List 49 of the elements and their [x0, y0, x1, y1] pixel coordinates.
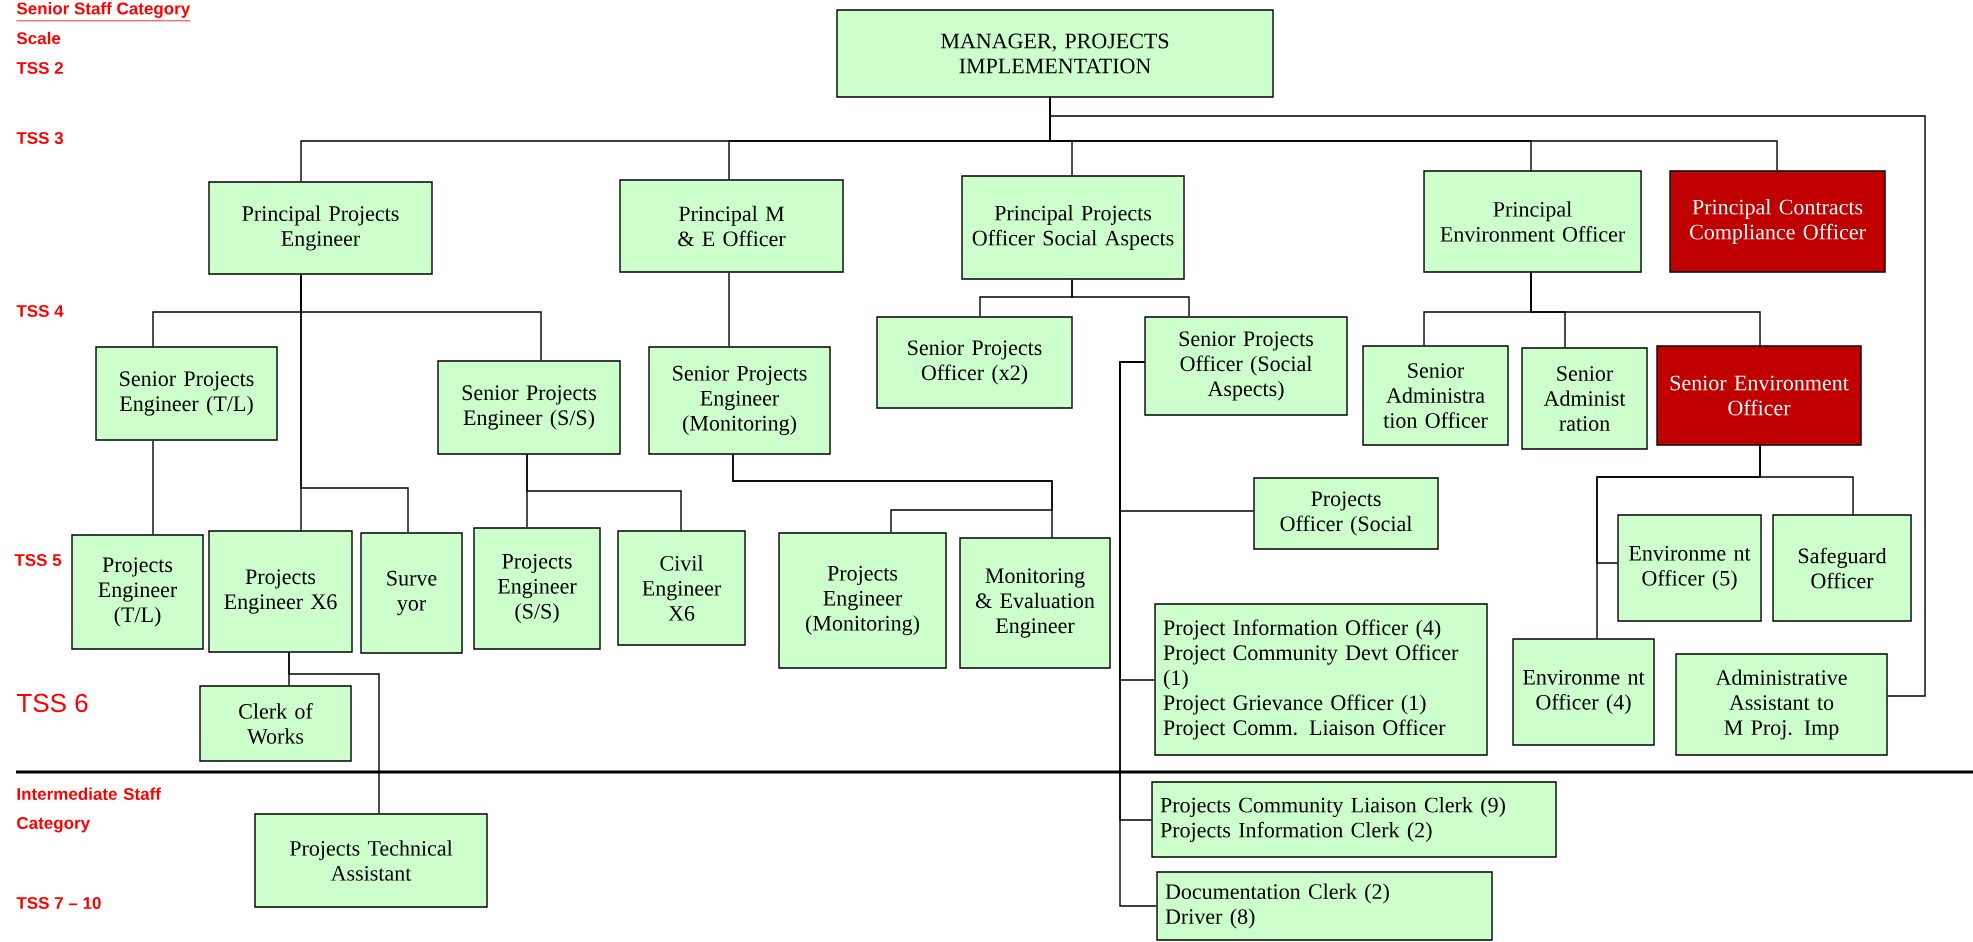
grade-label: TSS 2 [16, 62, 63, 74]
connector-line [1049, 97, 1926, 697]
role-box: Senior Projects Officer (x2) [876, 316, 1073, 409]
role-box: Principal Environment Officer [1423, 170, 1642, 273]
role-box: Senior Projects Engineer (S/S) [437, 360, 621, 455]
role-box: Projects Engineer (T/L) [71, 534, 204, 650]
role-box: Projects Officer (Social [1253, 477, 1439, 550]
connector-line [526, 454, 682, 531]
connector-line [1530, 272, 1761, 346]
connector-line [152, 440, 154, 535]
connector-line [1119, 361, 1157, 907]
role-box: Safeguard Officer [1772, 514, 1912, 622]
highlighted-role-box: Senior Environment Officer [1656, 345, 1862, 446]
category-heading: Senior Staff Category [16, 2, 191, 22]
connector-line [1071, 279, 1190, 317]
role-box: Projects Engineer X6 [208, 530, 353, 653]
role-box: Senior Administ ration [1521, 347, 1648, 450]
role-box: Projects Community Liaison Clerk (9) Projects Information Clerk (2) [1151, 781, 1557, 858]
grade-label: TSS 7 – 10 [16, 897, 101, 909]
role-box: Monitoring & Evaluation Engineer [959, 537, 1111, 669]
role-box: Documentation Clerk (2) Driver (8) [1156, 871, 1493, 941]
role-box: Projects Engineer (S/S) [473, 527, 601, 650]
role-box: Administrative Assistant to M Proj. Imp [1675, 653, 1888, 756]
connector-line [728, 272, 730, 347]
grade-label: TSS 3 [16, 132, 63, 145]
category-heading: Intermediate Staff Category [17, 787, 161, 833]
connector-line [1596, 445, 1761, 639]
grade-label: TSS 4 [16, 305, 64, 317]
role-box: MANAGER, PROJECTS IMPLEMENTATION [836, 9, 1274, 98]
highlighted-role-box: Principal Contracts Compliance Officer [1669, 170, 1886, 273]
grade-label: TSS 6 [17, 693, 88, 713]
role-box: Senior Projects Officer (Social Aspects) [1144, 316, 1348, 416]
role-box: Environme nt Officer (4) [1512, 638, 1655, 746]
role-box: Project Information Officer (4) Project Community Devt Officer (1) Project Grievance Officer (1) Project Comm. Liaison Officer [1154, 603, 1488, 756]
role-box: Principal Projects Officer Social Aspects [961, 175, 1185, 280]
role-box: Clerk of Works [199, 685, 352, 762]
connector-line [300, 274, 409, 533]
role-box: Environme nt Officer (5) [1617, 514, 1762, 622]
role-box: Projects Engineer (Monitoring) [778, 532, 947, 669]
role-box: Senior Administra tion Officer [1362, 345, 1509, 446]
role-box: Principal Projects Engineer [208, 181, 433, 275]
role-box: Senior Projects Engineer (Monitoring) [648, 346, 831, 455]
role-box: Principal M & E Officer [619, 179, 844, 273]
role-box: Surve yor [360, 532, 463, 654]
role-box: Civil Engineer X6 [617, 530, 746, 646]
connector-line [288, 652, 380, 814]
role-box: Senior Projects Engineer (T/L) [95, 346, 278, 441]
scale-heading: Scale [16, 31, 61, 45]
role-box: Projects Technical Assistant [254, 813, 488, 908]
